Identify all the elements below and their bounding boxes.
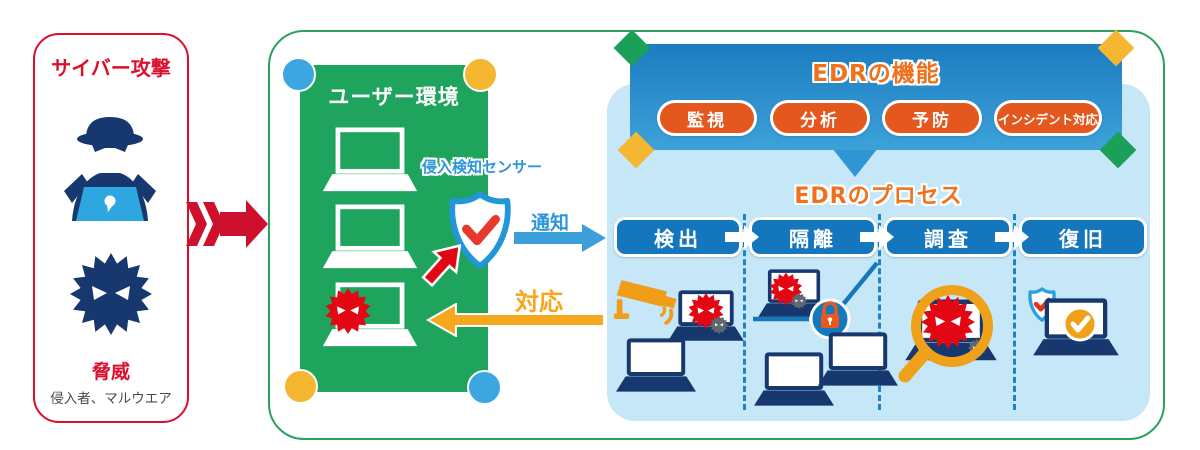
corner-dot-yellow xyxy=(463,57,498,92)
attack-arrow-icon xyxy=(186,200,268,248)
threat-label: 脅威 xyxy=(91,361,130,383)
padlock-icon xyxy=(753,261,879,340)
banner-tail xyxy=(832,148,878,177)
edr-function-monitoring: 監視 xyxy=(657,100,757,136)
step-label: 検出 xyxy=(654,226,702,251)
edr-process-title: EDRのプロセス xyxy=(794,184,963,209)
step-label: 調査 xyxy=(924,226,972,251)
bug-icon xyxy=(710,316,728,334)
process-step-investigation: 調査 xyxy=(884,217,1012,257)
user-environment-title: ユーザー環境 xyxy=(328,85,460,109)
respond-label: 対応 xyxy=(515,288,563,316)
column-divider xyxy=(1013,214,1016,410)
column-divider xyxy=(743,214,746,410)
function-label: インシデント対応 xyxy=(997,111,1098,127)
step-arrow-icon xyxy=(860,225,894,249)
respond-arrow-icon xyxy=(426,303,605,337)
function-label: 予防 xyxy=(912,110,952,131)
edr-main-panel: ユーザー環境 侵入検知センサー xyxy=(268,29,1165,440)
function-label: 分析 xyxy=(800,110,840,131)
surveillance-camera-icon xyxy=(613,280,677,325)
intrusion-sensor-label: 侵入検知センサー xyxy=(421,158,542,176)
notify-label: 通知 xyxy=(530,212,569,234)
step-label: 隔離 xyxy=(789,226,837,251)
column-divider xyxy=(878,214,881,410)
threat-panel-title: サイバー攻撃 xyxy=(51,56,171,80)
check-circle-icon xyxy=(1062,306,1098,342)
edr-function-analysis: 分析 xyxy=(770,100,870,136)
corner-dot-yellow xyxy=(283,369,318,404)
edr-function-incident-response: インシデント対応 xyxy=(994,100,1102,136)
process-step-recovery: 復旧 xyxy=(1019,217,1147,257)
bug-icon xyxy=(791,293,807,309)
malware-icon xyxy=(325,288,371,334)
edr-function-prevention: 予防 xyxy=(882,100,982,136)
process-step-detection: 検出 xyxy=(614,217,742,257)
threat-description: 侵入者、マルウエア xyxy=(50,391,172,407)
function-label: 監視 xyxy=(687,110,727,131)
step-label: 復旧 xyxy=(1059,226,1107,251)
laptop-icon xyxy=(322,204,418,270)
process-step-isolation: 隔離 xyxy=(749,217,877,257)
edr-functions-title: EDRの機能 xyxy=(812,61,940,87)
edr-functions-banner: EDRの機能 監視 分析 予防 インシデント対応 xyxy=(630,44,1122,150)
shield-check-icon xyxy=(449,191,511,269)
notify-arrow-icon xyxy=(514,224,606,252)
malware-icon xyxy=(70,253,152,335)
corner-dot-blue xyxy=(281,57,316,92)
step-arrow-icon xyxy=(995,225,1029,249)
corner-dot-blue xyxy=(467,370,502,405)
magnifier-icon xyxy=(898,285,993,383)
detect-arrow-icon xyxy=(421,244,462,288)
laptop-icon xyxy=(818,332,898,388)
hacker-icon xyxy=(64,117,156,221)
step-arrow-icon xyxy=(725,225,759,249)
threat-panel: サイバー攻撃 脅威 侵入者、マルウエア xyxy=(33,33,189,423)
laptop-icon xyxy=(616,338,696,394)
